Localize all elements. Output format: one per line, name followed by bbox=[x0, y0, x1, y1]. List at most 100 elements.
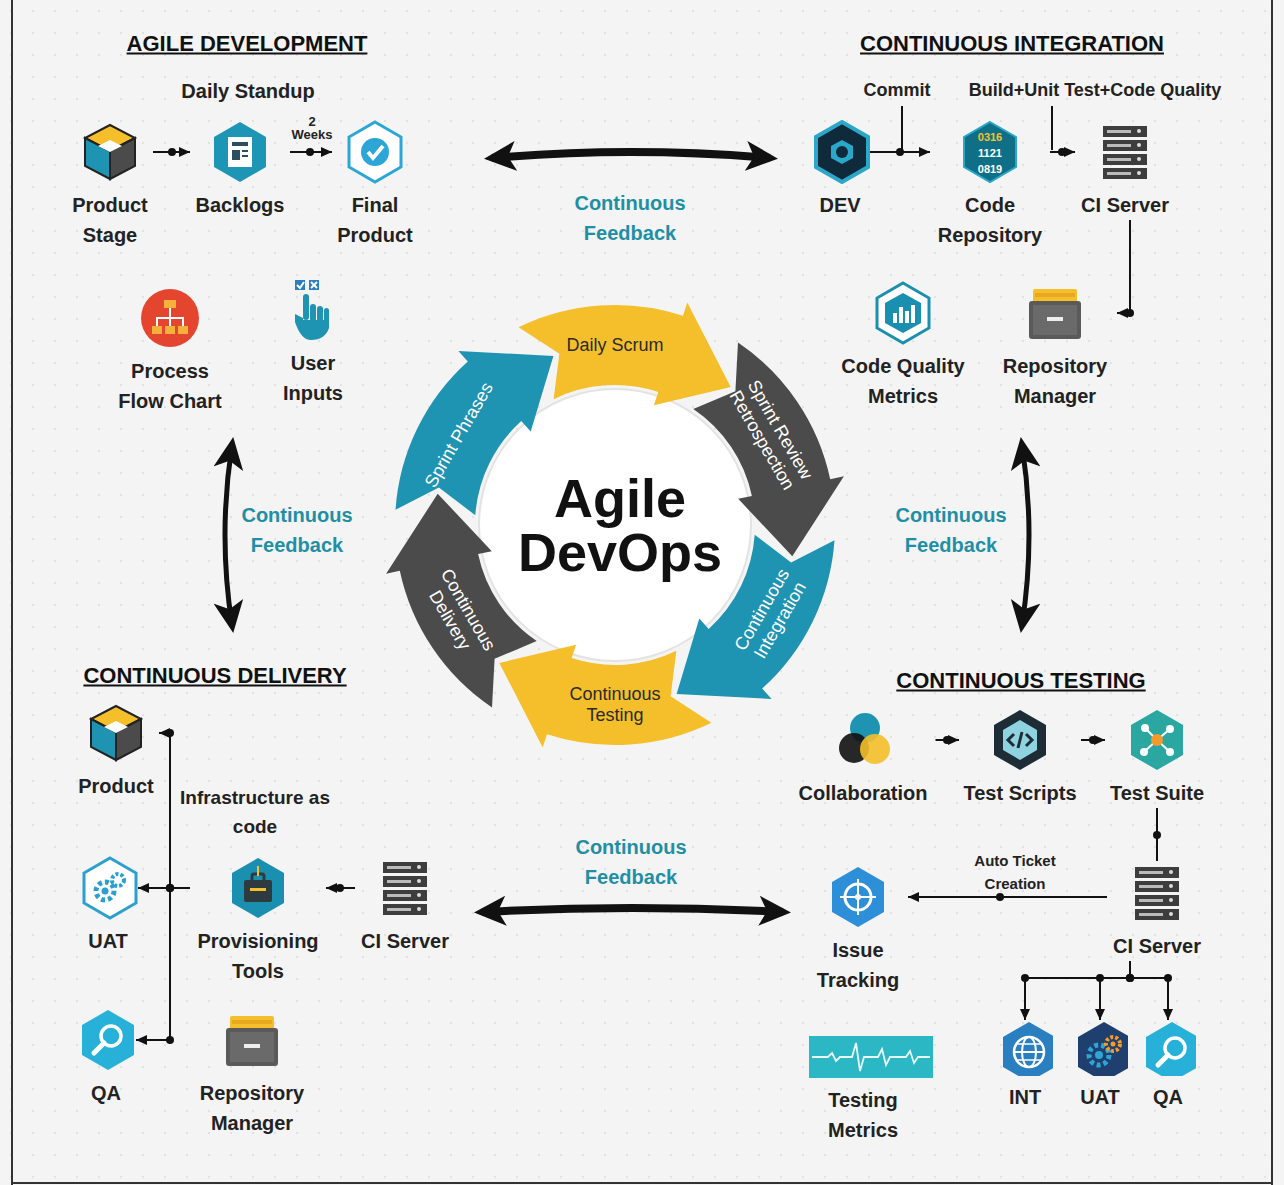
net-icon bbox=[1125, 708, 1189, 772]
node-label: Testing Metrics bbox=[808, 1085, 918, 1145]
icon-part bbox=[141, 289, 199, 347]
icon-part bbox=[104, 721, 128, 733]
icon-part bbox=[885, 293, 921, 333]
cabinet-icon bbox=[1023, 281, 1087, 345]
icon-node: Final Product bbox=[332, 120, 418, 250]
icon-node: DEV bbox=[810, 120, 870, 220]
icon-part bbox=[831, 140, 853, 164]
icon-part bbox=[1158, 1055, 1168, 1065]
edge-label: Auto Ticket Creation bbox=[960, 850, 1070, 895]
search-icon bbox=[76, 1008, 140, 1072]
node-label: Backlogs bbox=[190, 190, 290, 220]
junction-dot bbox=[166, 1036, 174, 1044]
icon-part bbox=[964, 122, 1016, 182]
repo-digits: 0819 bbox=[978, 164, 1002, 175]
icon-part bbox=[324, 308, 329, 322]
icon-part bbox=[1166, 748, 1174, 756]
icon-part bbox=[309, 280, 319, 290]
icon-part bbox=[994, 710, 1046, 770]
junction-dot bbox=[1021, 974, 1029, 982]
note-label: Continuous Feedback bbox=[565, 188, 695, 248]
icon-part bbox=[1103, 126, 1147, 137]
icon-part bbox=[1140, 748, 1148, 756]
metrics-icon bbox=[871, 281, 935, 345]
icon-part bbox=[1029, 301, 1081, 339]
icon-part bbox=[1089, 1045, 1109, 1065]
ring-inner-disc bbox=[479, 389, 751, 661]
node-label: Issue Tracking bbox=[808, 935, 908, 995]
icon-part bbox=[417, 865, 421, 869]
icon-part bbox=[361, 138, 389, 166]
icon-node: Test Suite bbox=[1105, 708, 1209, 808]
icon-part bbox=[1103, 168, 1147, 179]
junction-dot bbox=[1153, 831, 1161, 839]
connector bbox=[1100, 961, 1130, 1020]
icon-part bbox=[860, 734, 890, 764]
junction-dot bbox=[166, 884, 174, 892]
cube-icon bbox=[84, 701, 148, 765]
icon-part bbox=[1169, 870, 1173, 874]
node-label: Code Quality Metrics bbox=[833, 351, 973, 411]
icon-part bbox=[387, 880, 411, 883]
node-label: Test Suite bbox=[1105, 778, 1209, 808]
node-label: CI Server bbox=[1107, 931, 1207, 961]
icon-part bbox=[1107, 158, 1131, 161]
icon-part bbox=[1014, 1051, 1044, 1053]
node-label: CI Server bbox=[355, 926, 455, 956]
node-label: Code Repository bbox=[930, 190, 1050, 250]
icon-part bbox=[1137, 171, 1141, 175]
node-label: UAT bbox=[1071, 1082, 1129, 1112]
edge-label: Commit bbox=[864, 77, 931, 104]
icon-node: Testing Metrics bbox=[808, 1035, 918, 1145]
icon-node: Provisioning Tools bbox=[190, 856, 326, 986]
junction-dot bbox=[166, 884, 174, 892]
icon-part bbox=[809, 1036, 933, 1078]
junction-dot bbox=[1126, 974, 1134, 982]
feedback-arrow bbox=[482, 908, 783, 912]
segment-label: Daily Scrum bbox=[550, 335, 680, 356]
node-label: User Inputs bbox=[268, 348, 358, 408]
icon-holder bbox=[808, 1035, 934, 1079]
segment-label: Continuous Testing bbox=[550, 684, 680, 725]
note-label: Continuous Feedback bbox=[890, 500, 1012, 560]
icon-part bbox=[297, 282, 304, 288]
node-label: CI Server bbox=[1075, 190, 1175, 220]
venn-icon bbox=[831, 708, 895, 772]
icon-part bbox=[98, 140, 122, 152]
junction-dot bbox=[1096, 974, 1104, 982]
note-label: Continuous Feedback bbox=[566, 832, 696, 892]
icon-part bbox=[1135, 909, 1179, 920]
node-label: Provisioning Tools bbox=[190, 926, 326, 986]
node-label: Process Flow Chart bbox=[111, 356, 229, 416]
icon-part bbox=[1033, 305, 1077, 335]
note-label: Infrastructure as code bbox=[180, 784, 330, 841]
icon-part bbox=[232, 142, 248, 146]
dev-icon bbox=[810, 120, 874, 184]
icon-part bbox=[349, 122, 401, 182]
gears-icon bbox=[1072, 1020, 1128, 1076]
icon-holder bbox=[76, 1008, 140, 1072]
node-label: INT bbox=[996, 1082, 1054, 1112]
icon-holder bbox=[138, 286, 202, 350]
junction-dot bbox=[306, 148, 314, 156]
frame-line bbox=[11, 0, 13, 1185]
frame-line bbox=[1271, 0, 1273, 1185]
junction-dot bbox=[166, 729, 174, 737]
icon-part bbox=[1139, 871, 1163, 874]
cube-icon bbox=[78, 120, 142, 184]
icon-holder bbox=[220, 1008, 284, 1072]
icon-part bbox=[94, 1043, 104, 1053]
hand-icon bbox=[281, 278, 345, 342]
icon-part bbox=[417, 907, 421, 911]
flow-icon bbox=[138, 286, 202, 350]
icon-part bbox=[170, 318, 183, 326]
icon-part bbox=[383, 904, 427, 915]
node-label: Collaboration bbox=[791, 778, 936, 808]
icon-part bbox=[311, 282, 317, 288]
edge-label: 2 Weeks bbox=[290, 115, 334, 141]
icon-part bbox=[295, 280, 305, 290]
icon-part bbox=[226, 1028, 278, 1066]
icon-part bbox=[82, 1010, 134, 1070]
cabinet-icon bbox=[220, 1008, 284, 1072]
